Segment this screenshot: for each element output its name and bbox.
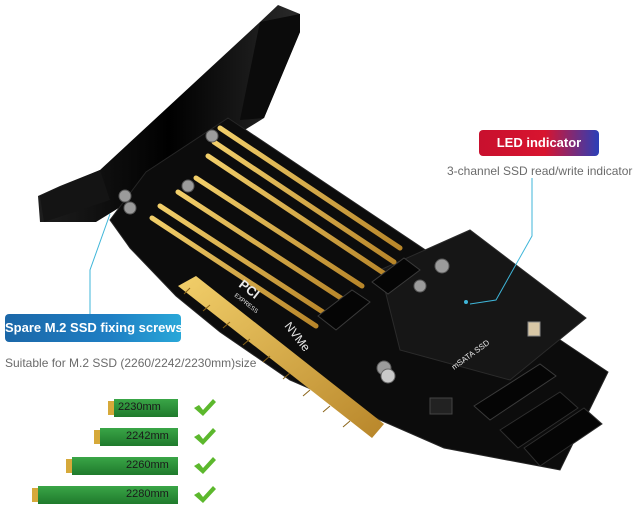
- led-pointer-dot: [464, 300, 468, 304]
- m2-nvme-socket: [317, 257, 421, 331]
- callout-pointer-lines: [89, 178, 533, 314]
- mounting-screws: [118, 129, 450, 376]
- fixing-screws-description: Suitable for M.2 SSD (2260/2242/2230mm)s…: [5, 356, 257, 370]
- check-marks: [194, 399, 216, 503]
- fixing-screws-badge: Spare M.2 SSD fixing screws: [5, 314, 183, 342]
- check-icon: [194, 399, 216, 416]
- ssd-size-label: 2242mm: [126, 430, 169, 442]
- sata-connectors: [499, 391, 603, 467]
- led-indicator-description: 3-channel SSD read/write indicator: [447, 164, 633, 178]
- ssd-board-2242: [94, 428, 178, 446]
- check-icon: [194, 486, 216, 503]
- check-icon: [194, 428, 216, 445]
- m2-gold-traces: [149, 125, 403, 329]
- ssd-size-boards: [32, 399, 178, 504]
- pci-bracket: [38, 5, 300, 222]
- ssd-size-label: 2260mm: [126, 459, 169, 471]
- pcie-edge-connector: [178, 276, 384, 438]
- board-components: [380, 321, 541, 415]
- ssd-board-2260: [66, 457, 178, 475]
- ssd-size-label: 2280mm: [126, 488, 169, 500]
- ssd-board-2280: [32, 486, 178, 504]
- msata-socket: [473, 363, 557, 421]
- ssd-board-2230: [108, 399, 178, 417]
- check-icon: [194, 457, 216, 474]
- ssd-size-label: 2230mm: [118, 401, 161, 413]
- led-indicator-badge: LED indicator: [479, 130, 599, 156]
